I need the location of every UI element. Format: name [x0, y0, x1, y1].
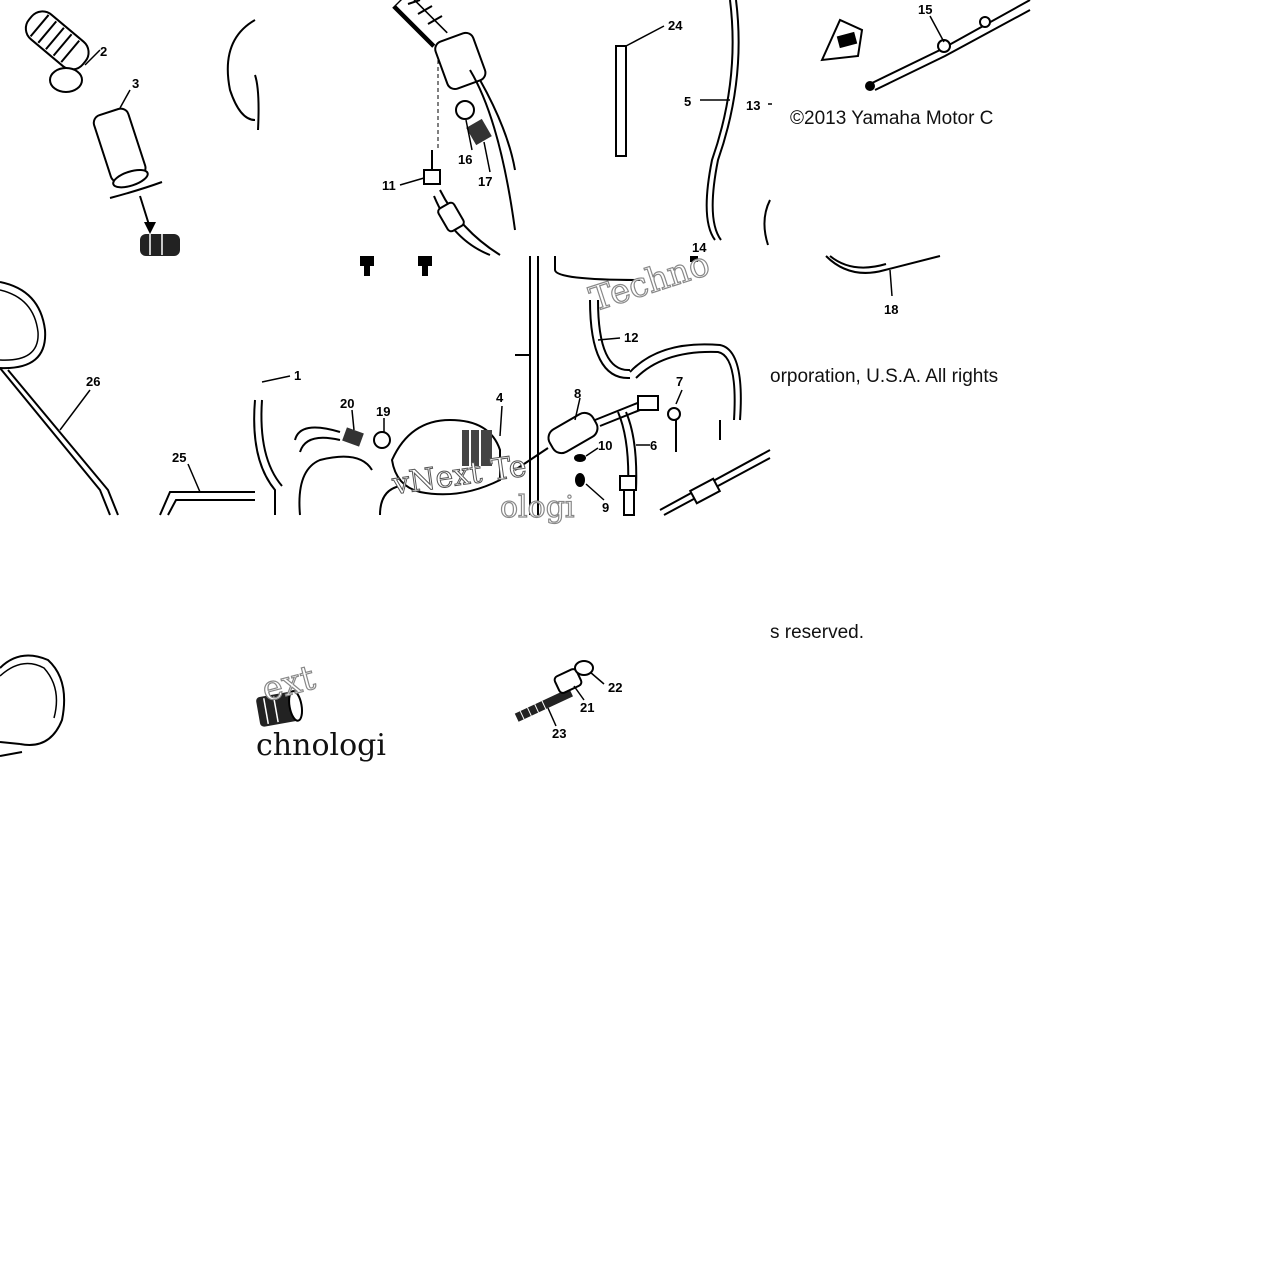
- mirror-tile: [0, 281, 255, 516]
- clutch-lever: [469, 69, 516, 231]
- watermark-3: ologi: [499, 489, 575, 525]
- mount-bolt-right: [418, 256, 432, 276]
- callout-16: 16: [458, 152, 472, 167]
- grip-washer-part: [49, 67, 83, 93]
- cable-tile-right: [820, 0, 1031, 297]
- throttle-cable-tile: [514, 256, 771, 516]
- washer-10: [574, 454, 586, 462]
- callout-17: 17: [478, 174, 492, 189]
- adjuster-19: [373, 431, 391, 449]
- lever-tile: [254, 0, 516, 276]
- arrow-head: [144, 222, 156, 234]
- callout-6: 6: [650, 438, 657, 453]
- cable-lower: [439, 189, 501, 256]
- knob-tile: [256, 690, 304, 727]
- grip-knob: [256, 690, 304, 727]
- cable-sleeve-24: [615, 45, 627, 157]
- cable-13: [705, 0, 734, 241]
- callout-10: 10: [598, 438, 612, 453]
- copyright-line-3: s reserved.: [770, 622, 864, 643]
- callout-18: 18: [884, 302, 898, 317]
- throttle-housing: [390, 418, 501, 496]
- callout-24: 24: [668, 18, 683, 33]
- callout-7: 7: [676, 374, 683, 389]
- callout-22: 22: [608, 680, 622, 695]
- nut-20: [342, 427, 364, 447]
- callout-9: 9: [602, 500, 609, 515]
- cable-loop: [294, 426, 373, 516]
- mount-bolt-left: [360, 256, 374, 276]
- grip-tile: [24, 10, 256, 256]
- copyright-line-2: orporation, U.S.A. All rights: [770, 366, 999, 387]
- cable-15: [869, 0, 1031, 85]
- callout-2: 2: [100, 44, 107, 59]
- copyright-line-1: ©2013 Yamaha Motor C: [790, 108, 994, 129]
- adjuster-nut: [455, 100, 475, 120]
- callout-14: 14: [692, 240, 707, 255]
- callout-25: 25: [172, 450, 186, 465]
- bolt-11: [423, 169, 441, 185]
- screw-9: [575, 473, 585, 487]
- assembly-arrow: [109, 181, 163, 229]
- callout-13: 13: [746, 98, 760, 113]
- cable-12: [529, 256, 539, 515]
- center-tile: [253, 354, 530, 516]
- bolt-tile: [514, 660, 605, 727]
- cable-18: [825, 255, 941, 274]
- callout-labels: 2 3 24 5 13 15 11 16 17 14 18 12 26 1 7 …: [86, 2, 932, 741]
- callout-1: 1: [294, 368, 301, 383]
- callout-5: 5: [684, 94, 691, 109]
- callout-23: 23: [552, 726, 566, 741]
- callout-3: 3: [132, 76, 139, 91]
- callout-8: 8: [574, 386, 581, 401]
- callout-19: 19: [376, 404, 390, 419]
- throttle-sleeve-part: [92, 107, 149, 189]
- mirror-stem-26: [0, 367, 111, 516]
- callout-21: 21: [580, 700, 594, 715]
- watermark-5: chnologi: [256, 728, 386, 763]
- callout-26: 26: [86, 374, 100, 389]
- throttle-cable-8: [514, 401, 646, 471]
- callout-4: 4: [496, 390, 504, 405]
- grip-end-part: [140, 234, 180, 256]
- mirror-head-26: [0, 281, 47, 370]
- handlebar-grip-part: [24, 10, 90, 71]
- callout-11: 11: [382, 178, 396, 193]
- mirror-head-lower: [0, 654, 66, 746]
- mirror-outline-top: [226, 19, 256, 121]
- callout-12: 12: [624, 330, 638, 345]
- handlebar-1: [253, 399, 276, 515]
- cable-tile-top: [615, 0, 772, 246]
- mirror-tile-lower: [0, 654, 66, 757]
- cable-end-7: [637, 395, 659, 411]
- handlebar-25: [159, 491, 255, 516]
- cap-22: [574, 660, 594, 676]
- callout-15: 15: [918, 2, 932, 17]
- callout-20: 20: [340, 396, 354, 411]
- adjuster-bolt-23: [514, 688, 573, 722]
